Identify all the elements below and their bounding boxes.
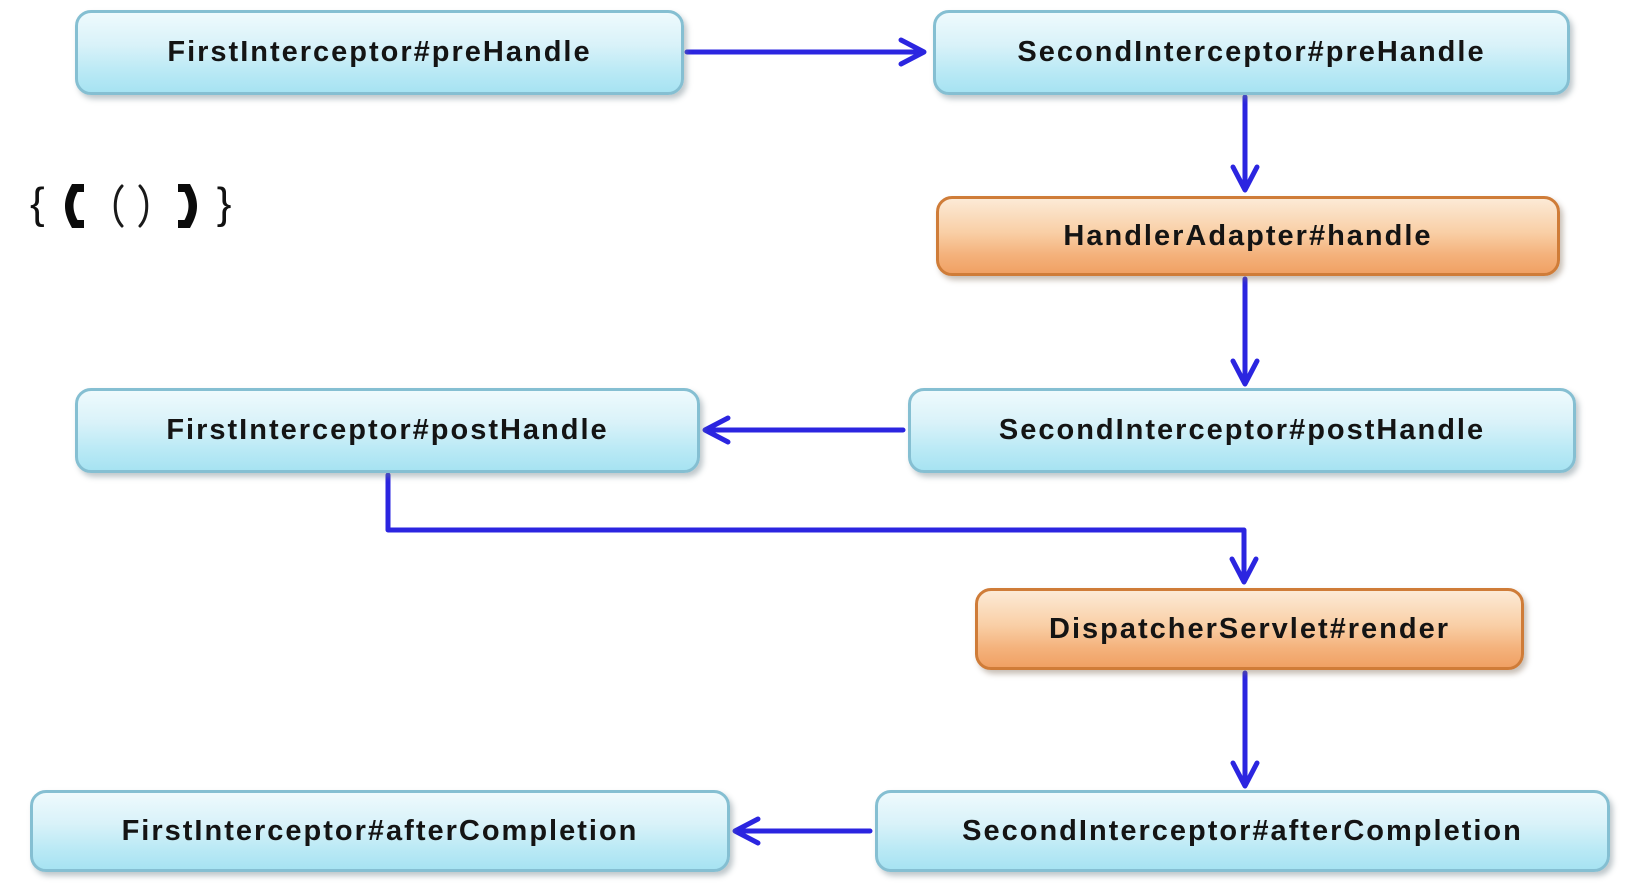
node-dispatcher-servlet-render: DispatcherServlet#render bbox=[975, 588, 1524, 670]
close-curly-brace: } bbox=[216, 179, 232, 228]
arrow-second-prehandle-to-handler-adapter bbox=[1230, 94, 1260, 193]
arrow-second-aftercompletion-to-first-aftercompletion bbox=[732, 816, 873, 846]
parentheses-icon bbox=[113, 184, 148, 228]
arrow-dispatcher-render-to-second-aftercompletion bbox=[1230, 670, 1260, 789]
node-first-interceptor-aftercompletion: FirstInterceptor#afterCompletion bbox=[30, 790, 730, 872]
lenticular-close-bracket-icon bbox=[177, 184, 197, 228]
lenticular-open-bracket-icon bbox=[64, 184, 84, 228]
arrow-second-posthandle-to-first-posthandle bbox=[702, 415, 906, 445]
annotation-brackets: { } bbox=[30, 182, 231, 230]
node-handler-adapter-handle: HandlerAdapter#handle bbox=[936, 196, 1560, 276]
node-first-interceptor-prehandle: FirstInterceptor#preHandle bbox=[75, 10, 684, 95]
arrow-first-prehandle-to-second-prehandle bbox=[684, 37, 927, 67]
open-curly-brace: { bbox=[30, 179, 45, 228]
connector-first-posthandle-to-dispatcher-render bbox=[385, 472, 1259, 585]
node-second-interceptor-prehandle: SecondInterceptor#preHandle bbox=[933, 10, 1570, 95]
node-first-interceptor-posthandle: FirstInterceptor#postHandle bbox=[75, 388, 700, 473]
node-second-interceptor-aftercompletion: SecondInterceptor#afterCompletion bbox=[875, 790, 1610, 872]
arrow-handler-adapter-to-second-posthandle bbox=[1230, 276, 1260, 387]
node-second-interceptor-posthandle: SecondInterceptor#postHandle bbox=[908, 388, 1576, 473]
